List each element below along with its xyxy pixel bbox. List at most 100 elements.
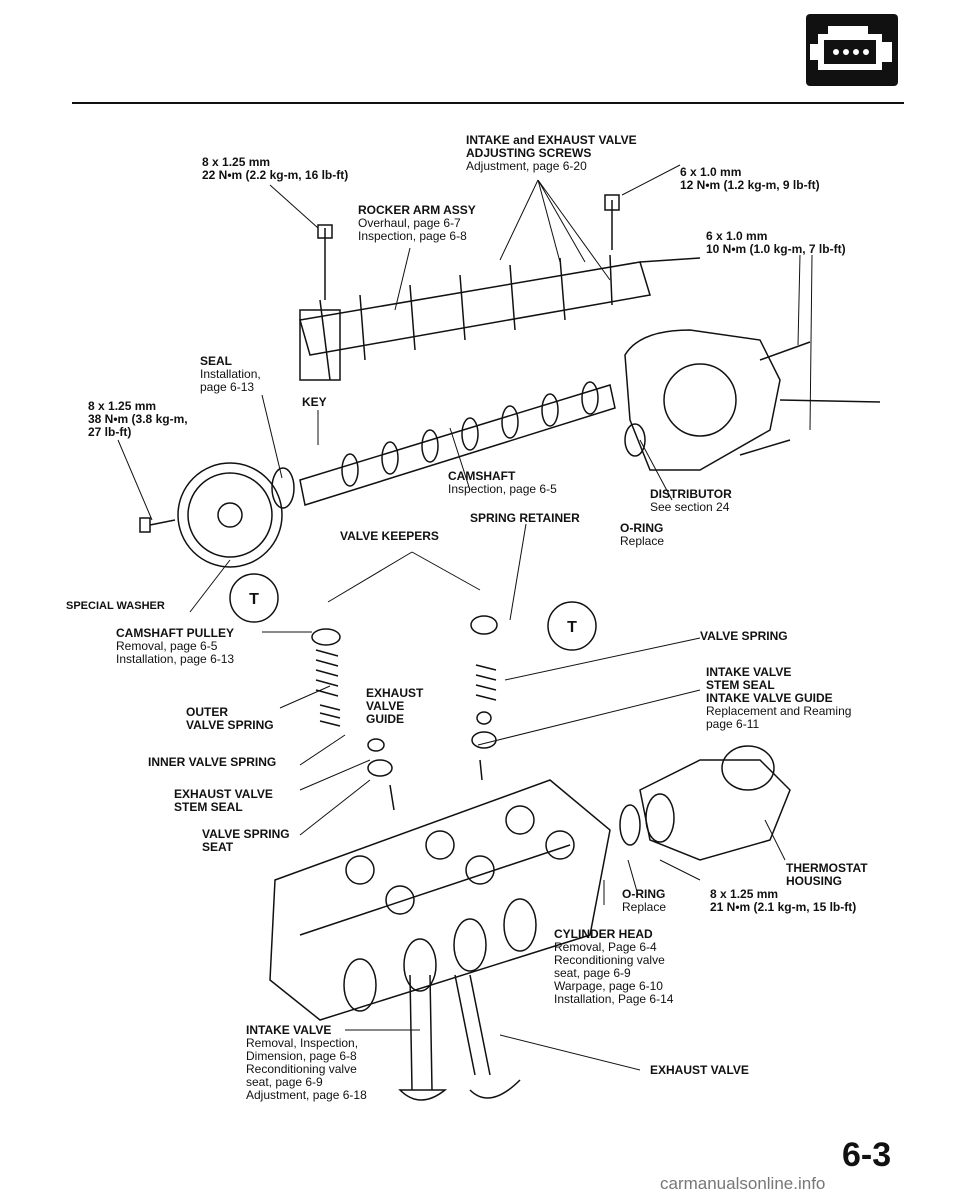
oring-1-callout: O-RING Replace: [620, 522, 664, 548]
bolt-d-callout: 8 x 1.25 mm 38 N•m (3.8 kg-m, 27 lb-ft): [88, 400, 188, 439]
bolt-b-size: 6 x 1.0 mm: [680, 165, 742, 179]
cylinder-head-ref-3: seat, page 6-9: [554, 966, 631, 980]
bolt-e-callout: 8 x 1.25 mm 21 N•m (2.1 kg-m, 15 lb-ft): [710, 888, 856, 914]
distributor-title: DISTRIBUTOR: [650, 487, 732, 501]
cylinder-head-ref-5: Installation, Page 6-14: [554, 992, 674, 1006]
intake-valve-ref-4: seat, page 6-9: [246, 1075, 323, 1089]
bolt-d-torque-2: 27 lb-ft): [88, 425, 132, 439]
camshaft-ref: Inspection, page 6-5: [448, 482, 557, 496]
intake-guide-ref-1: Replacement and Reaming: [706, 704, 852, 718]
thermostat-title-2: HOUSING: [786, 874, 843, 888]
bolt-a-torque: 22 N•m (2.2 kg-m, 16 lb-ft): [202, 168, 349, 182]
intake-stem-seal-callout: INTAKE VALVE STEM SEAL INTAKE VALVE GUID…: [706, 666, 851, 731]
thermostat-housing: [619, 745, 791, 861]
rocker-arm-ref-1: Overhaul, page 6-7: [358, 216, 461, 230]
oring-2-title: O-RING: [622, 887, 666, 901]
exhaust-valve-callout: EXHAUST VALVE: [650, 1064, 749, 1077]
inner-spring-callout: INNER VALVE SPRING: [148, 756, 276, 769]
distributor: [624, 329, 881, 471]
svg-text:T: T: [249, 591, 259, 608]
camshaft-pulley: [177, 462, 295, 568]
spring-seat-title-2: SEAT: [202, 840, 234, 854]
spring-seat-callout: VALVE SPRING SEAT: [202, 828, 290, 854]
cylinder-head-ref-2: Reconditioning valve: [554, 953, 665, 967]
seal-ref-2: page 6-13: [200, 380, 255, 394]
bolt-d-size: 8 x 1.25 mm: [88, 399, 157, 413]
svg-text:T: T: [567, 619, 577, 636]
valve-keepers-label: VALVE KEEPERS: [340, 529, 439, 543]
thermostat-title: THERMOSTAT: [786, 861, 868, 875]
spring-retainer-callout: SPRING RETAINER: [470, 512, 580, 525]
exhaust-guide-title: EXHAUST: [366, 686, 424, 700]
cylinder-head: [269, 779, 611, 1021]
exhaust-guide-title-2: VALVE: [366, 699, 405, 713]
thermostat-callout: THERMOSTAT HOUSING: [786, 862, 868, 888]
bolt-a-size: 8 x 1.25 mm: [202, 155, 271, 169]
special-washer-label: SPECIAL WASHER: [66, 600, 165, 612]
bolt-c-callout: 6 x 1.0 mm 10 N•m (1.0 kg-m, 7 lb-ft): [706, 230, 846, 256]
spring-seat-title: VALVE SPRING: [202, 827, 290, 841]
valve-spring-label: VALVE SPRING: [700, 629, 788, 643]
camshaft-pulley-callout: CAMSHAFT PULLEY Removal, page 6-5 Instal…: [116, 627, 234, 666]
camshaft: [299, 381, 616, 506]
exhaust-stem-seal-callout: EXHAUST VALVE STEM SEAL: [174, 788, 273, 814]
oring-1-ref: Replace: [620, 534, 665, 548]
intake-stem-seal-title: INTAKE VALVE: [706, 665, 792, 679]
exhaust-guide-callout: EXHAUST VALVE GUIDE: [366, 687, 423, 726]
intake-valve-ref-3: Reconditioning valve: [246, 1062, 357, 1076]
adjusting-screws-title-2: ADJUSTING SCREWS: [466, 146, 592, 160]
adjusting-screws-ref: Adjustment, page 6-20: [466, 159, 587, 173]
cylinder-head-ref-4: Warpage, page 6-10: [554, 979, 663, 993]
intake-guide-ref-2: page 6-11: [706, 717, 760, 731]
rocker-arm-callout: ROCKER ARM ASSY Overhaul, page 6-7 Inspe…: [358, 204, 476, 243]
valve-keepers-callout: VALVE KEEPERS: [340, 530, 439, 543]
rocker-arm-ref-2: Inspection, page 6-8: [358, 229, 467, 243]
adjusting-screws-title: INTAKE and EXHAUST VALVE: [466, 133, 637, 147]
exhaust-guide-title-3: GUIDE: [366, 712, 405, 726]
watermark: carmanualsonline.info: [660, 1174, 826, 1193]
bolt-c-size: 6 x 1.0 mm: [706, 229, 768, 243]
seal-ref-1: Installation,: [200, 367, 261, 381]
camshaft-pulley-ref-1: Removal, page 6-5: [116, 639, 218, 653]
seal-title: SEAL: [200, 354, 233, 368]
intake-stem-seal-title-2: STEM SEAL: [706, 678, 775, 692]
intake-valve-callout: INTAKE VALVE Removal, Inspection, Dimens…: [246, 1024, 367, 1102]
oring-1-title: O-RING: [620, 521, 664, 535]
camshaft-callout: CAMSHAFT Inspection, page 6-5: [448, 470, 557, 496]
spring-retainer-label: SPRING RETAINER: [470, 511, 580, 525]
camshaft-pulley-ref-2: Installation, page 6-13: [116, 652, 235, 666]
intake-valve-ref-1: Removal, Inspection,: [246, 1036, 359, 1050]
seal-callout: SEAL Installation, page 6-13: [200, 355, 261, 394]
engine-section-icon: [806, 14, 898, 86]
cylinder-head-ref-1: Removal, Page 6-4: [554, 940, 657, 954]
camshaft-title: CAMSHAFT: [448, 469, 516, 483]
outer-spring-callout: OUTER VALVE SPRING: [186, 706, 274, 732]
intake-valve-ref-2: Dimension, page 6-8: [246, 1049, 357, 1063]
special-washer-callout: SPECIAL WASHER: [66, 600, 165, 613]
bolt-b-torque: 12 N•m (1.2 kg-m, 9 lb-ft): [680, 178, 820, 192]
rocker-arm-assembly: [299, 254, 701, 381]
bolt-c-torque: 10 N•m (1.0 kg-m, 7 lb-ft): [706, 242, 846, 256]
bolt-d-torque: 38 N•m (3.8 kg-m,: [88, 412, 188, 426]
cylinder-head-title: CYLINDER HEAD: [554, 927, 653, 941]
distributor-callout: DISTRIBUTOR See section 24: [650, 488, 732, 514]
cylinder-head-callout: CYLINDER HEAD Removal, Page 6-4 Recondit…: [554, 928, 673, 1006]
bolt-e-size: 8 x 1.25 mm: [710, 887, 779, 901]
intake-valve-ref-5: Adjustment, page 6-18: [246, 1088, 367, 1102]
header-rule: [72, 102, 904, 104]
valve-springs: [311, 615, 498, 811]
oring-2-ref: Replace: [622, 900, 667, 914]
oring-2-callout: O-RING Replace: [622, 888, 666, 914]
outer-spring-title: OUTER: [186, 705, 228, 719]
rocker-arm-title: ROCKER ARM ASSY: [358, 203, 476, 217]
outer-spring-title-2: VALVE SPRING: [186, 718, 274, 732]
exhaust-stem-seal-title: EXHAUST VALVE: [174, 787, 273, 801]
camshaft-pulley-title: CAMSHAFT PULLEY: [116, 626, 234, 640]
key-label: KEY: [302, 395, 327, 409]
key-callout: KEY: [302, 396, 327, 409]
valves: [398, 974, 521, 1101]
valve-spring-callout: VALVE SPRING: [700, 630, 788, 643]
inner-spring-label: INNER VALVE SPRING: [148, 755, 277, 769]
intake-valve-title: INTAKE VALVE: [246, 1023, 332, 1037]
